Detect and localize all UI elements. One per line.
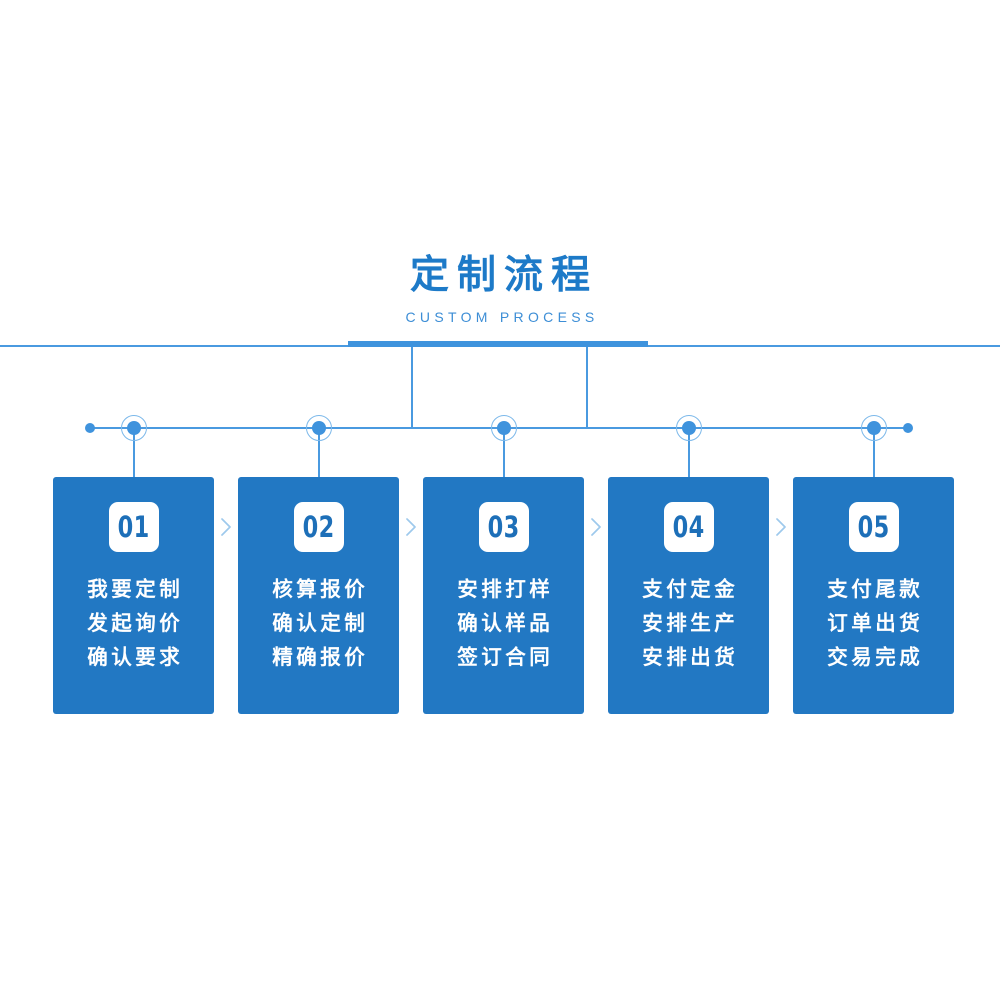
page-subtitle: CUSTOM PROCESS [405, 309, 599, 325]
step-badge-01: 01 [108, 502, 159, 552]
page-title: 定制流程 [409, 254, 598, 297]
timeline-node-stem [502, 428, 505, 478]
connector-line-left [411, 347, 413, 428]
step-number: 02 [302, 509, 335, 544]
step-card-05[interactable]: 05 支付尾款订单出货交易完成 [793, 477, 954, 714]
header-block: 定制流程 CUSTOM PROCESS [0, 252, 1000, 328]
step-badge-05: 05 [848, 502, 899, 552]
chevron-right-icon [215, 515, 237, 539]
timeline-node-stem [317, 428, 320, 478]
step-text-line: 签订合同 [457, 646, 554, 669]
step-card-03[interactable]: 03 安排打样确认样品签订合同 [423, 477, 584, 714]
step-text-line: 我要定制 [87, 578, 184, 601]
step-badge-04: 04 [663, 502, 714, 552]
chevron-right-icon [400, 515, 422, 539]
timeline-node-05[interactable] [860, 415, 887, 441]
step-text-line: 支付定金 [642, 578, 739, 601]
step-text-line: 确认定制 [272, 612, 369, 635]
step-card-01[interactable]: 01 我要定制发起询价确认要求 [53, 477, 214, 714]
chevron-right-icon [585, 515, 607, 539]
connector-line-right [586, 347, 588, 428]
timeline-node-03[interactable] [490, 415, 517, 441]
step-badge-02: 02 [293, 502, 344, 552]
step-text-block: 核算报价确认定制精确报价 [238, 573, 399, 675]
timeline-node-stem [872, 428, 875, 478]
step-text-line: 安排打样 [457, 578, 554, 601]
chevron-right-icon [770, 515, 792, 539]
timeline-node-02[interactable] [305, 415, 332, 441]
timeline-start-dot [85, 423, 95, 433]
step-number: 05 [857, 509, 890, 544]
timeline-node-stem [132, 428, 135, 478]
header-accent-bar [348, 341, 648, 347]
step-text-line: 安排出货 [642, 646, 739, 669]
step-text-block: 支付定金安排生产安排出货 [608, 573, 769, 675]
step-card-04[interactable]: 04 支付定金安排生产安排出货 [608, 477, 769, 714]
step-number: 04 [672, 509, 705, 544]
step-text-line: 发起询价 [87, 612, 184, 635]
timeline-node-stem [687, 428, 690, 478]
step-text-block: 支付尾款订单出货交易完成 [793, 573, 954, 675]
step-text-line: 支付尾款 [827, 578, 924, 601]
step-text-line: 交易完成 [827, 646, 924, 669]
timeline-node-04[interactable] [675, 415, 702, 441]
step-number: 01 [117, 509, 150, 544]
step-text-line: 安排生产 [642, 612, 739, 635]
timeline-end-dot [903, 423, 913, 433]
step-text-line: 确认要求 [87, 646, 184, 669]
step-text-block: 安排打样确认样品签订合同 [423, 573, 584, 675]
step-text-block: 我要定制发起询价确认要求 [53, 573, 214, 675]
step-text-line: 精确报价 [272, 646, 369, 669]
step-text-line: 核算报价 [272, 578, 369, 601]
step-card-02[interactable]: 02 核算报价确认定制精确报价 [238, 477, 399, 714]
step-text-line: 确认样品 [457, 612, 554, 635]
step-number: 03 [487, 509, 520, 544]
step-badge-03: 03 [478, 502, 529, 552]
timeline-node-01[interactable] [120, 415, 147, 441]
step-text-line: 订单出货 [827, 612, 924, 635]
